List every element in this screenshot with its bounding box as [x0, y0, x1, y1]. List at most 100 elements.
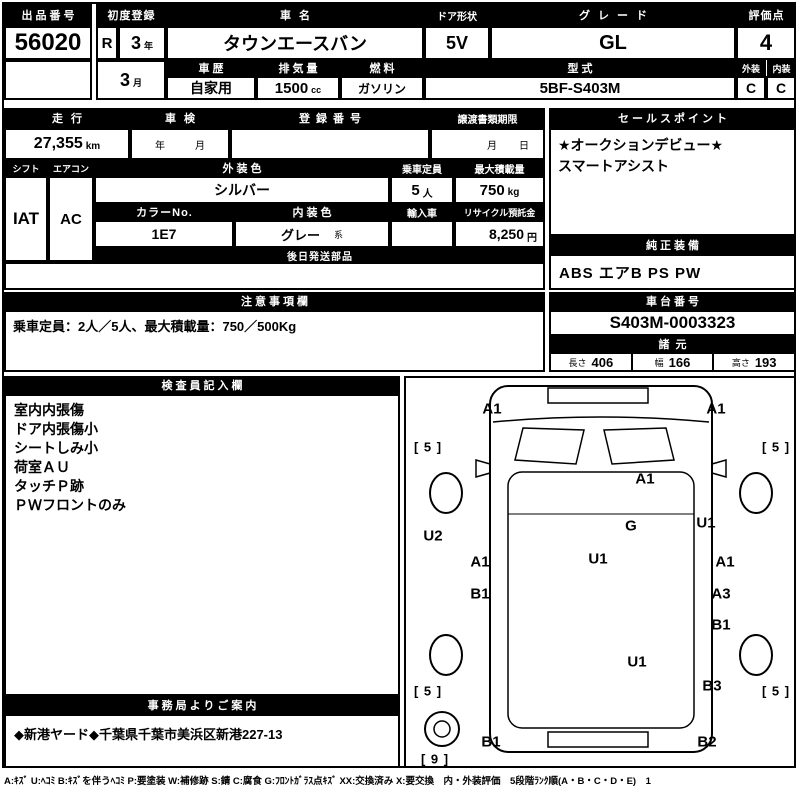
damage-mark: B1	[481, 733, 501, 751]
first-registration-label: 初度登録	[96, 4, 166, 26]
office-label: 事務局よりご案内	[4, 696, 400, 714]
recycle-deposit-number: 8,250	[488, 226, 524, 242]
damage-mark: B3	[702, 677, 722, 695]
width-value: 166	[668, 354, 691, 370]
interior-color-suffix: 系	[334, 229, 344, 240]
legend: A:ｷｽﾞ U:ﾍｺﾐ B:ｷｽﾞを伴うﾍｺﾐ P:要塗装 W:補修跡 S:錆 …	[4, 776, 651, 787]
door-shape-value: 5V	[424, 26, 490, 60]
front-left-wheel	[429, 472, 463, 514]
dimension-height: 高さ 193	[712, 354, 794, 370]
fuel-value: ガソリン	[340, 76, 424, 100]
interior-color-name: グレー	[280, 227, 320, 243]
history-value: 自家用	[166, 76, 256, 100]
office-box: ◆新港ヤード◆千葉県千葉市美浜区新港227-13	[4, 714, 400, 768]
exterior-score-value: C	[736, 76, 766, 100]
interior-score-value: C	[766, 76, 796, 100]
damage-mark: A1	[715, 553, 735, 571]
interior-score-label: 内装	[766, 60, 796, 76]
displacement-label: 排気量	[256, 60, 340, 76]
score-label: 評価点	[736, 4, 796, 26]
inspection-value: 年 月	[130, 128, 230, 160]
damage-mark: [ 5 ]	[761, 683, 791, 699]
interior-color-label: 内装色	[234, 204, 390, 220]
dimension-length: 長さ 406	[551, 354, 631, 370]
first-reg-month-number: 3	[119, 69, 130, 90]
first-reg-era: R	[96, 26, 118, 60]
chassis-no-value: S403M-0003323	[549, 310, 796, 336]
max-load-unit: kg	[507, 186, 520, 198]
sales-point-box: ★オークションデビュー★ スマートアシスト	[549, 128, 796, 236]
color-no-value: 1E7	[94, 220, 234, 248]
aircon-value: AC	[48, 176, 94, 262]
mileage-value: 27,355 km	[4, 128, 130, 160]
transfer-deadline-label: 譲渡書類期限	[430, 108, 545, 128]
damage-mark: [ 5 ]	[413, 439, 443, 455]
rear-plate	[547, 731, 649, 748]
rear-right-wheel	[739, 634, 773, 676]
hood-line	[492, 416, 710, 423]
transfer-day-unit: 日	[519, 140, 529, 152]
damage-mark: U1	[696, 514, 716, 532]
max-load-number: 750	[479, 181, 505, 199]
later-parts-value	[4, 262, 545, 290]
first-reg-year-unit: 年	[144, 40, 154, 51]
mileage-number: 27,355	[33, 135, 83, 152]
interior-color-value: グレー 系	[234, 220, 390, 248]
exterior-score-label: 外装	[736, 60, 766, 76]
first-reg-year-number: 3	[130, 32, 141, 53]
damage-mark: B1	[470, 585, 490, 603]
displacement-value: 1500 cc	[256, 76, 340, 100]
import-car-value	[390, 220, 454, 248]
shift-value: IAT	[4, 176, 48, 262]
inspector-label: 検査員記入欄	[4, 376, 400, 394]
sales-point-line: ★オークションデビュー★	[558, 137, 724, 153]
fuel-label: 燃料	[340, 60, 424, 76]
cabin-outline	[507, 471, 695, 729]
displacement-unit: cc	[311, 85, 322, 95]
door-shape-label: ドア形状	[424, 4, 490, 26]
left-mirror	[475, 459, 491, 478]
front-plate	[547, 387, 649, 404]
score-value: 4	[736, 26, 796, 60]
first-reg-month-unit: 月	[133, 77, 143, 88]
recycle-deposit-value: 8,250 円	[454, 220, 545, 248]
sales-point-line: スマートアシスト	[558, 158, 670, 174]
damage-mark: A1	[482, 400, 502, 418]
inspector-note: シートしみ小	[14, 440, 98, 456]
registration-no-value	[230, 128, 430, 160]
blank-cell-under-exhibit	[4, 60, 92, 100]
first-reg-year: 3 年	[118, 26, 166, 60]
damage-mark: A3	[711, 585, 731, 603]
model-value: 5BF-S403M	[424, 76, 736, 100]
damage-mark: A1	[470, 553, 490, 571]
inspector-note: ドア内張傷小	[14, 421, 98, 437]
max-load-value: 750 kg	[454, 176, 545, 204]
chassis-no-label: 車台番号	[549, 292, 796, 310]
inspector-note: 室内内張傷	[14, 402, 84, 418]
mileage-label: 走行	[4, 108, 130, 128]
transfer-deadline-value: 月 日	[430, 128, 545, 160]
inspection-year-unit: 年	[155, 140, 165, 152]
notes-box: 乗車定員：2人／5人、最大積載量：750／500Kg	[4, 310, 545, 372]
exterior-color-value: シルバー	[94, 176, 390, 204]
aircon-label: エアコン	[48, 160, 94, 176]
damage-mark: U1	[627, 653, 647, 671]
damage-mark: U2	[423, 527, 443, 545]
equipment-label: 純正装備	[549, 236, 796, 254]
damage-mark: B2	[697, 733, 717, 751]
history-label: 車歴	[166, 60, 256, 76]
width-label: 幅	[654, 357, 664, 368]
car-name-label: 車名	[166, 4, 424, 26]
damage-mark: G	[625, 517, 637, 535]
mileage-unit: km	[85, 140, 101, 152]
car-name-value: タウンエースバン	[166, 26, 424, 60]
import-car-label: 輸入車	[390, 204, 454, 220]
front-right-wheel	[739, 472, 773, 514]
length-label: 長さ	[568, 357, 587, 368]
later-parts-label: 後日発送部品	[94, 248, 545, 262]
inspector-note: 荷室ＡＵ	[14, 459, 70, 475]
dimensions-label: 諸元	[549, 336, 796, 352]
